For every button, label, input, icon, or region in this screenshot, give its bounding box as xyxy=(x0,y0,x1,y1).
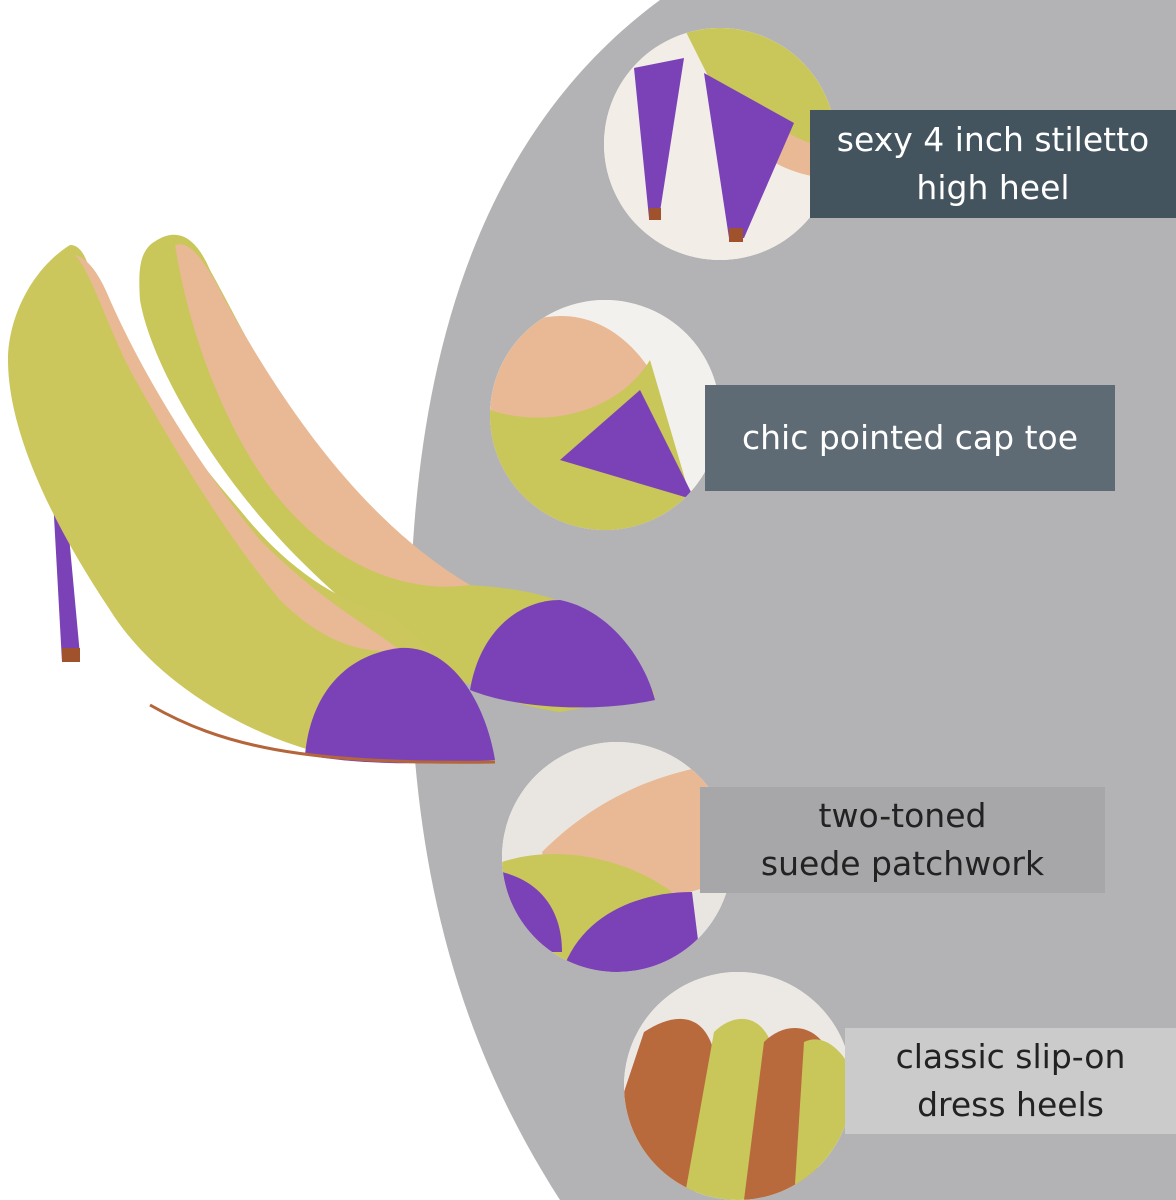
cap-toe-closeup xyxy=(490,300,720,530)
suede-patchwork-closeup xyxy=(502,742,732,972)
back-shoe-heel-tip xyxy=(62,648,80,662)
patchwork-closeup-image xyxy=(502,742,732,972)
rear-shoe-cap-toe xyxy=(470,600,655,708)
main-shoe-pair-image xyxy=(8,234,656,764)
feature-text-patchwork: two-toned suede patchwork xyxy=(760,796,1045,883)
front-shoe-lining xyxy=(75,255,400,651)
slip-on-closeup-image xyxy=(624,972,852,1200)
feature-label-patchwork: two-toned suede patchwork xyxy=(700,787,1105,893)
rear-shoe-lining xyxy=(175,244,470,587)
feature-text-cap-toe: chic pointed cap toe xyxy=(742,418,1078,457)
back-shoe-stiletto xyxy=(52,480,80,662)
cap-toe-closeup-image xyxy=(490,300,720,530)
feature-label-slip-on: classic slip-on dress heels xyxy=(845,1028,1176,1134)
front-shoe-sole-edge xyxy=(149,703,496,764)
slip-on-closeup xyxy=(624,972,852,1200)
feature-text-stiletto: sexy 4 inch stiletto high heel xyxy=(836,120,1150,207)
feature-label-stiletto: sexy 4 inch stiletto high heel xyxy=(810,110,1176,218)
front-shoe-cap-toe xyxy=(305,647,495,764)
feature-label-cap-toe: chic pointed cap toe xyxy=(705,385,1115,491)
stiletto-heel-closeup xyxy=(604,28,836,260)
rear-shoe-body xyxy=(139,234,656,712)
feature-text-slip-on: classic slip-on dress heels xyxy=(895,1037,1126,1124)
stiletto-closeup-image xyxy=(604,28,836,260)
